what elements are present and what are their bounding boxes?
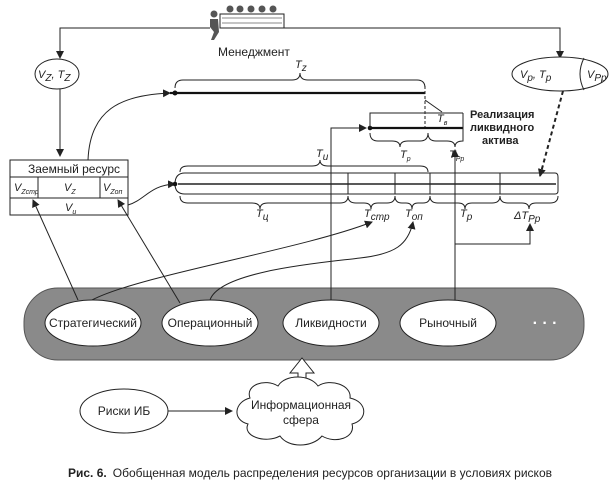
tc-label: Tц (256, 208, 269, 223)
risk-strategic-label: Стратегический (49, 316, 137, 330)
borrowed-resource-box (9, 159, 129, 216)
risk-operational-label: Операционный (168, 316, 253, 330)
tv-label: Tв (437, 113, 448, 127)
tr-small-label: Tр (400, 149, 411, 163)
tstr-brace (347, 195, 396, 210)
resource-cell-operational: VZоп (103, 182, 123, 196)
info-sphere-cloud (236, 376, 365, 446)
resource-to-ti-arrow (127, 180, 176, 206)
right-param-label: Vр, Tр (520, 69, 552, 84)
tr-brace (429, 195, 501, 210)
trr-small-label: TРр (449, 149, 464, 163)
operational-to-resource-arrow (117, 199, 181, 304)
ti-timeline (172, 172, 559, 195)
right-param-divider (579, 57, 585, 91)
management-to-right-param-arrow (284, 27, 564, 59)
trr-small-brace (427, 132, 464, 148)
right-param-node (511, 56, 609, 92)
market-to-dtrr-arrow (454, 223, 534, 300)
figure-caption: Рис. 6.Обобщенная модель распределения р… (68, 466, 552, 480)
info-sphere-label-1: Информационная (251, 398, 351, 412)
management-to-left-param-arrow (56, 27, 210, 59)
left-param-label: VZ, TZ (38, 69, 71, 84)
top-label: Tоп (405, 208, 423, 223)
strategic-to-tstr-arrow (91, 220, 373, 301)
dtrr-label: ΔTРр (513, 210, 541, 225)
right-param-dashed-arrow (537, 90, 564, 177)
info-sphere-label-2: сфера (283, 413, 319, 427)
resource-cell-bottom: Vи (65, 202, 76, 216)
resource-cell-strategic: VZстр (14, 182, 39, 196)
dtrr-brace (499, 195, 559, 210)
liquidity-to-asset-arrow (330, 124, 367, 300)
strategic-to-resource-arrow (32, 199, 79, 301)
ti-brace (179, 159, 429, 173)
liquid-asset-label-3: актива (482, 135, 519, 147)
top-brace (394, 195, 431, 210)
tstr-label: Tстр (364, 208, 390, 223)
risk-more-ellipsis: · · · (533, 315, 558, 332)
borrowed-resource-title: Заемный ресурс (28, 162, 120, 176)
tr-small-brace (369, 132, 429, 148)
left-param-node (34, 58, 80, 90)
risk-liquidity-label: Ликвидности (295, 316, 366, 330)
ti-label: Tи (316, 148, 329, 163)
tz-label: Tz (295, 59, 307, 74)
resource-cell-total: VZ (64, 182, 76, 196)
tz-brace (174, 72, 426, 89)
management-label: Менеджмент (218, 45, 290, 59)
liquid-asset-label-1: Реализация (470, 109, 534, 121)
risk-market-label: Рыночный (419, 316, 477, 330)
liquid-asset-label-2: ликвидного (470, 122, 535, 134)
ib-risks-label: Риски ИБ (98, 404, 151, 418)
tr-label: Tр (460, 208, 473, 223)
risk-market-node (399, 299, 497, 347)
resource-to-tz-arrow (87, 89, 171, 161)
tc-brace (179, 195, 349, 210)
operational-to-top-arrow (209, 221, 416, 301)
management-icon (210, 5, 285, 40)
right-param-label-2: VРр (587, 69, 607, 84)
